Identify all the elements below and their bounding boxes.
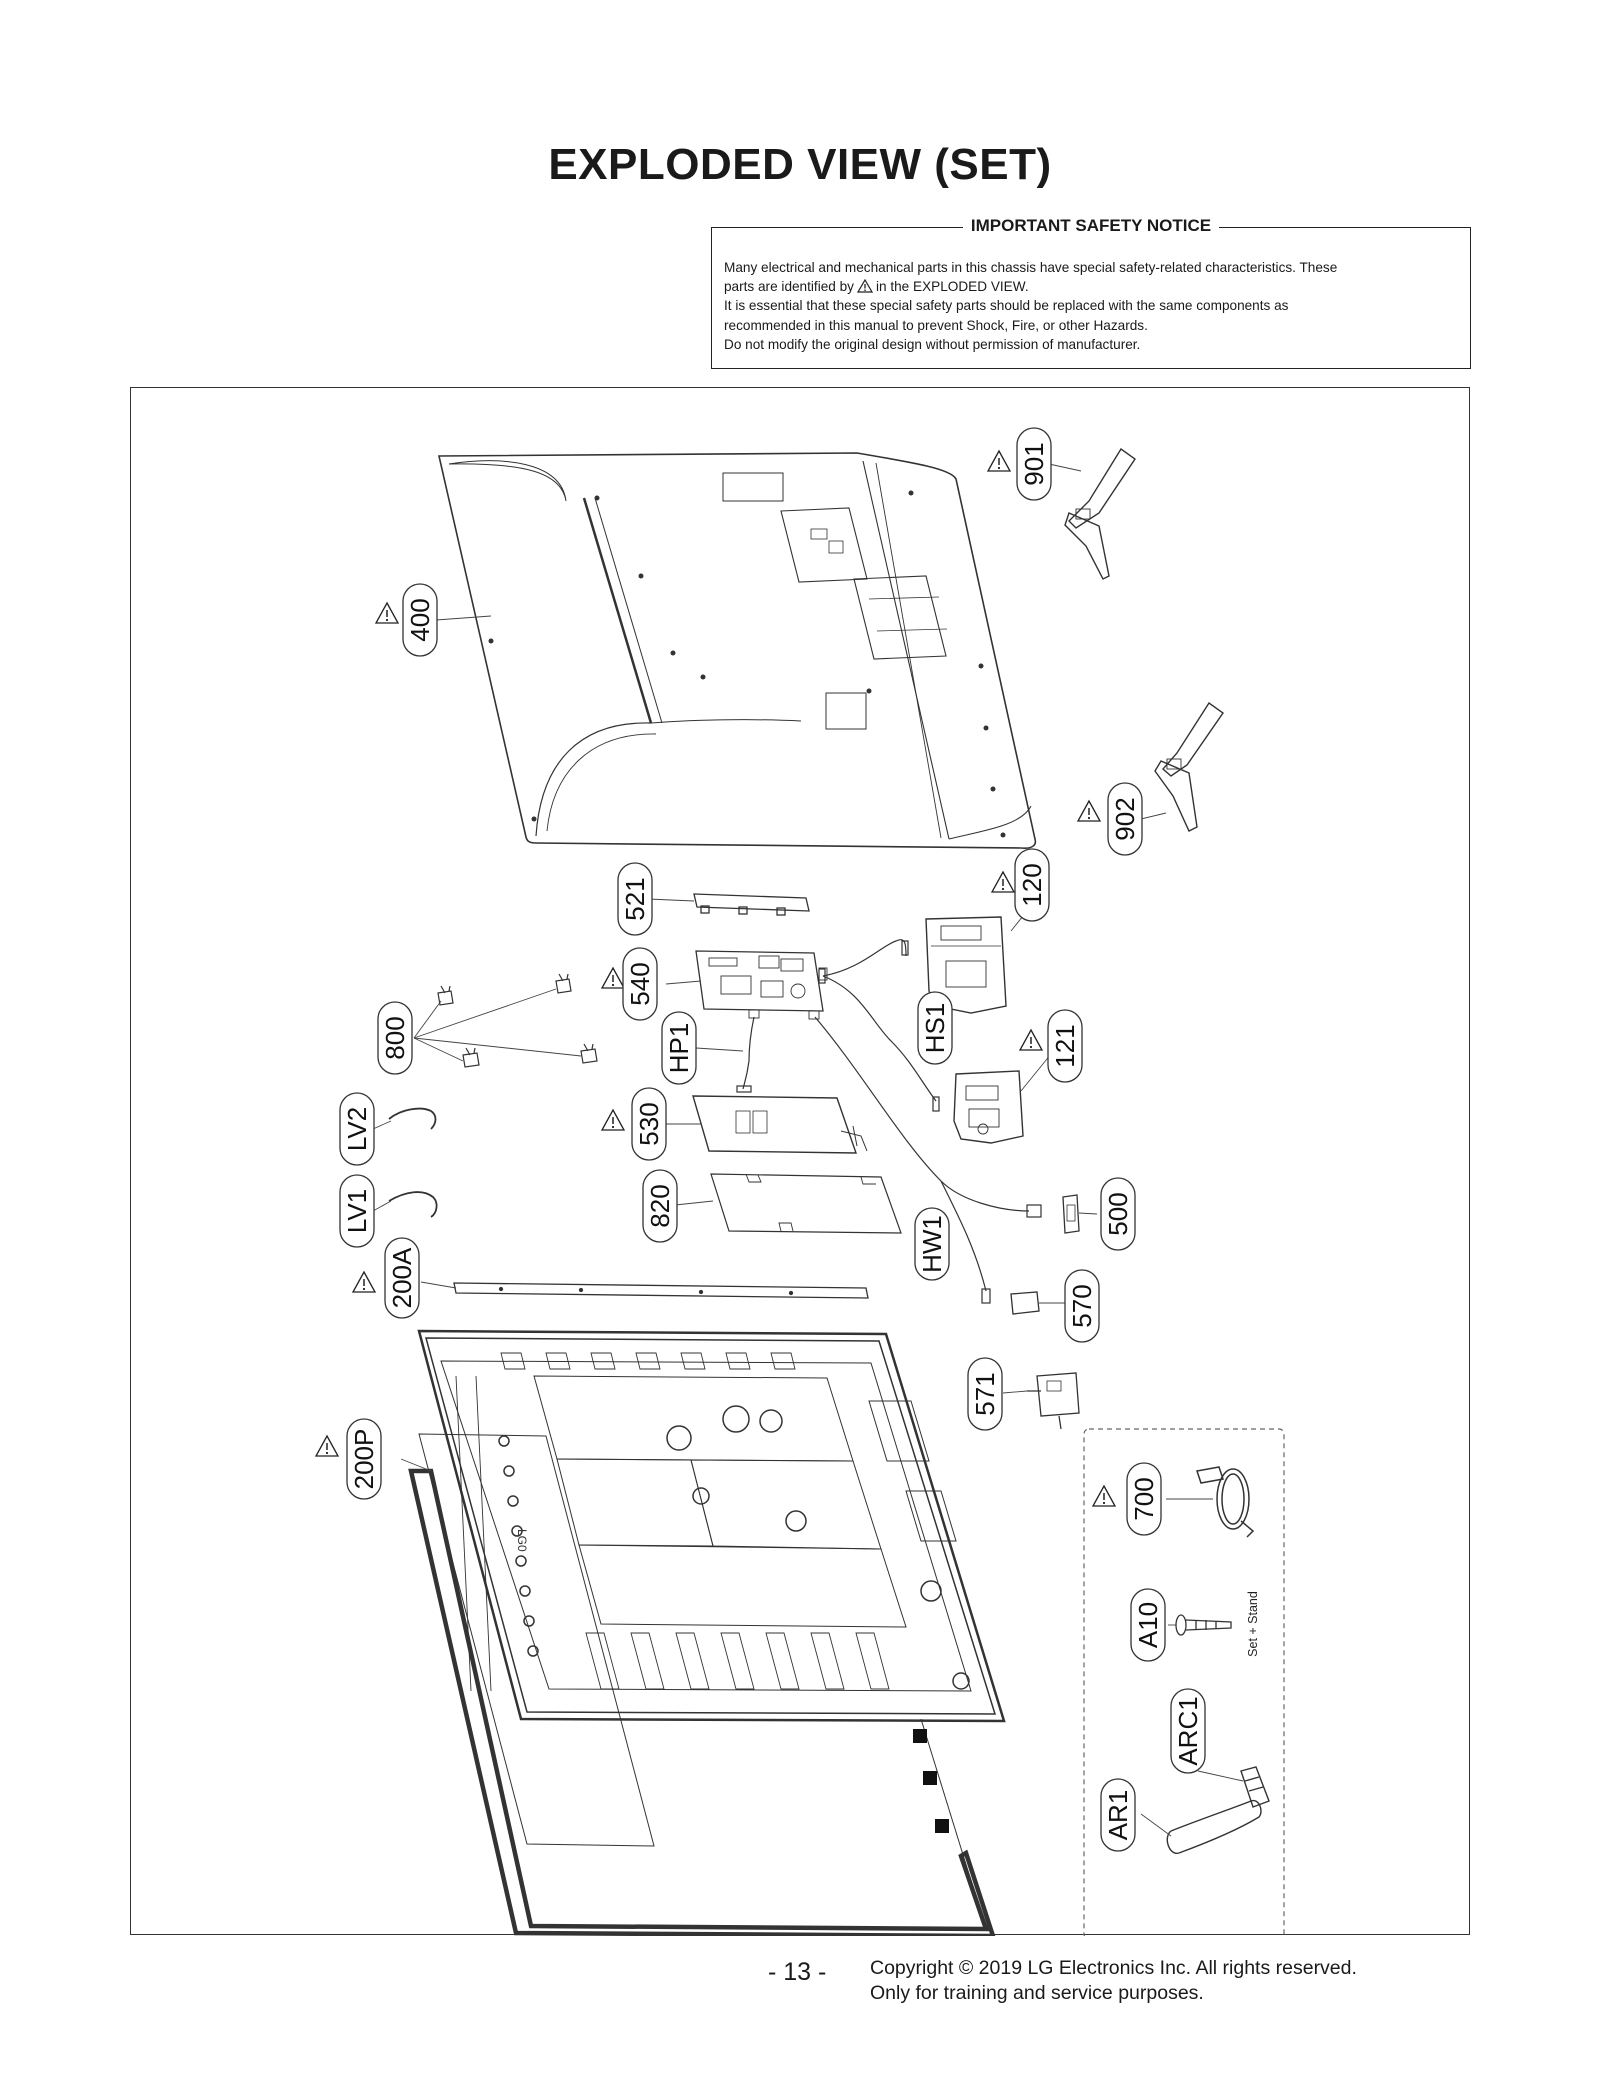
cable-lv2	[388, 1107, 437, 1130]
safety-warning-icon	[991, 871, 1015, 893]
module-571	[1027, 1372, 1080, 1430]
cable-hw1	[814, 1016, 1042, 1304]
part-label-120: 120	[1017, 863, 1047, 906]
cable-lv1	[388, 1191, 438, 1218]
safety-warning-icon	[1019, 1029, 1043, 1051]
safety-warning-icon	[1092, 1485, 1116, 1507]
safety-warning-icon	[601, 967, 625, 989]
cable-hp1	[736, 1016, 755, 1093]
screw-a10	[1175, 1614, 1232, 1636]
module-570	[1010, 1291, 1040, 1315]
accessory-group-box	[1083, 1428, 1285, 1936]
panel-marking: LG0	[515, 1529, 529, 1552]
panel-diffuser-200p	[408, 1433, 996, 1936]
display-panel-frame	[417, 1329, 1006, 1723]
stand-leg-901	[1064, 447, 1136, 580]
strip-200a	[453, 1282, 869, 1299]
part-label-901: 901	[1019, 442, 1049, 485]
cable-hs1	[818, 939, 940, 1112]
safety-warning-icon	[352, 1271, 376, 1293]
brackets-800	[437, 973, 598, 1068]
copyright-line: Copyright © 2019 LG Electronics Inc. All…	[870, 1957, 1357, 1979]
leader-lines	[372, 463, 1176, 1837]
module-500	[1062, 1194, 1080, 1234]
exploded-view-diagram: LG0 Set + Stand	[130, 387, 1470, 1936]
safety-warning-icon	[856, 279, 873, 293]
part-label-570: 570	[1067, 1284, 1097, 1327]
notice-line: Do not modify the original design withou…	[724, 336, 1141, 352]
notice-line: It is essential that these special safet…	[724, 298, 1289, 314]
part-label-700: 700	[1129, 1477, 1159, 1520]
part-521-shape	[693, 893, 810, 916]
power-cord-700	[1196, 1466, 1255, 1538]
part-label-540: 540	[625, 962, 655, 1005]
main-board-540	[695, 950, 828, 1020]
part-label-ar1: AR1	[1103, 1790, 1133, 1841]
safety-warning-icon	[601, 1109, 625, 1131]
part-label-121: 121	[1050, 1024, 1080, 1067]
safety-notice-body: Many electrical and mechanical parts in …	[724, 258, 1456, 354]
purpose-line: Only for training and service purposes.	[870, 1982, 1204, 2004]
notice-line: recommended in this manual to prevent Sh…	[724, 317, 1148, 333]
part-label-lv2: LV2	[342, 1107, 372, 1151]
power-module-120	[925, 916, 1007, 1014]
safety-notice-box: IMPORTANT SAFETY NOTICE Many electrical …	[711, 216, 1471, 369]
leader-lines-800	[413, 988, 582, 1062]
safety-warning-icon	[375, 602, 399, 624]
part-label-hp1: HP1	[664, 1023, 694, 1074]
part-label-a10: A10	[1133, 1602, 1163, 1648]
part-label-820: 820	[645, 1184, 675, 1227]
stand-leg-902	[1154, 702, 1224, 832]
part-label-arc1: ARC1	[1173, 1696, 1203, 1765]
notice-text: in the EXPLODED VIEW.	[875, 279, 1029, 295]
part-label-800: 800	[380, 1016, 410, 1059]
board-530	[692, 1095, 868, 1154]
notice-line: Many electrical and mechanical parts in …	[724, 260, 1338, 275]
part-label-200a: 200A	[387, 1247, 417, 1308]
power-module-121	[953, 1070, 1024, 1144]
page-number: - 13 -	[768, 1958, 827, 1986]
part-label-521: 521	[620, 877, 650, 920]
part-label-200p: 200P	[349, 1429, 379, 1490]
safety-warning-icon	[315, 1435, 339, 1457]
back-cover-screws	[488, 490, 1006, 838]
safety-warning-icon	[987, 450, 1011, 472]
part-label-500: 500	[1103, 1192, 1133, 1235]
panel-tape-marks	[913, 1729, 949, 1833]
back-cover	[437, 452, 1037, 849]
part-label-hs1: HS1	[920, 1003, 950, 1054]
safety-warning-icon	[1077, 800, 1101, 822]
part-label-400: 400	[405, 598, 435, 641]
notice-text: parts are identified by	[724, 279, 854, 295]
page-title: EXPLODED VIEW (SET)	[548, 140, 1052, 189]
part-labels: 901 400 902 120 521 540 800 HP1 HS1 121 …	[339, 427, 1206, 1852]
footer-copyright: Copyright © 2019 LG Electronics Inc. All…	[870, 1956, 1357, 2006]
safety-notice-title: IMPORTANT SAFETY NOTICE	[962, 216, 1220, 235]
remote-control	[1166, 1766, 1270, 1854]
part-label-530: 530	[634, 1102, 664, 1145]
part-label-571: 571	[970, 1372, 1000, 1415]
accessory-note: Set + Stand	[1246, 1591, 1260, 1657]
part-label-hw1: HW1	[917, 1215, 947, 1273]
part-label-902: 902	[1110, 797, 1140, 840]
insulator-sheet-820	[710, 1173, 902, 1234]
notice-line: parts are identified by in the EXPLODED V…	[724, 277, 1456, 296]
part-label-lv1: LV1	[342, 1189, 372, 1233]
